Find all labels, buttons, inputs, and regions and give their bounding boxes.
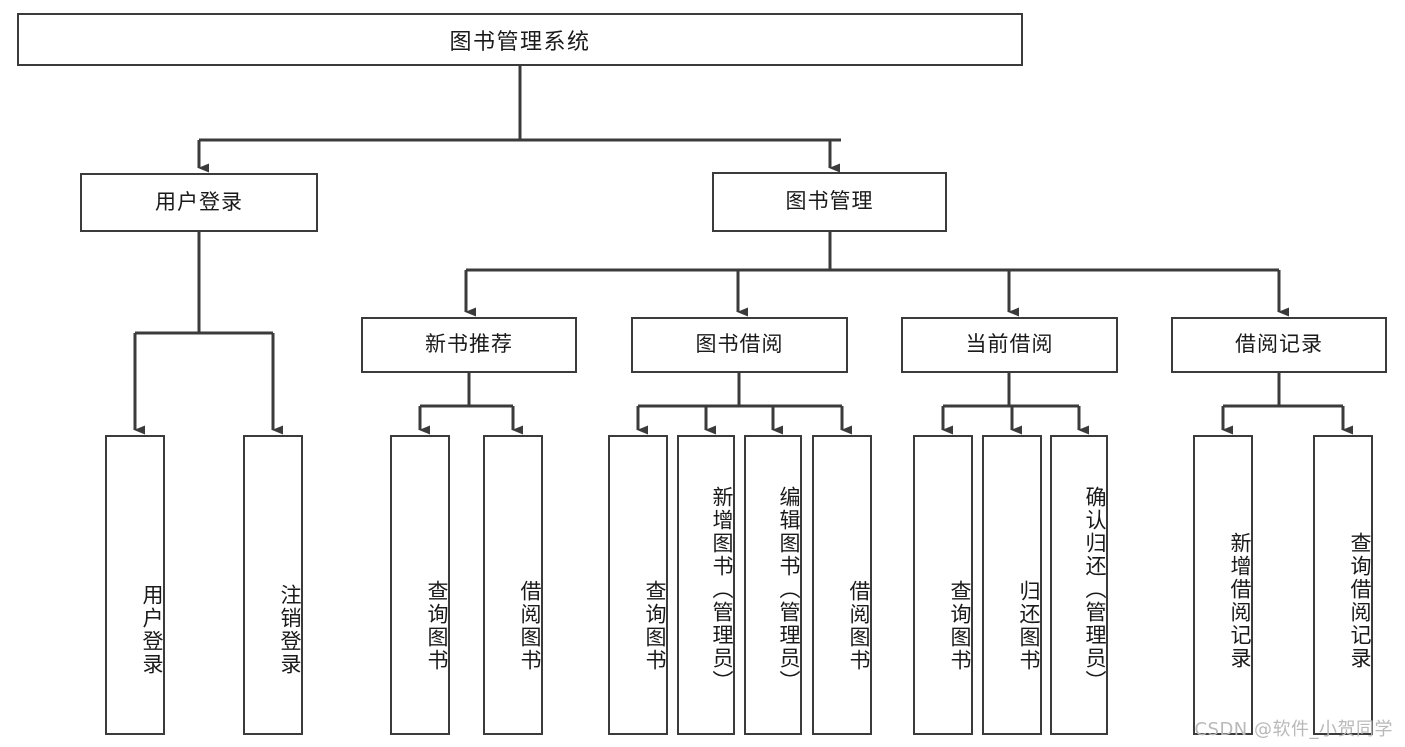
leaf-add-book-label: 新增图书（管理员） bbox=[710, 485, 734, 693]
leaf-query-book-1[interactable]: 查询图书 bbox=[390, 435, 450, 735]
node-book-manage-label: 图书管理 bbox=[785, 189, 874, 214]
node-current-borrow[interactable]: 当前借阅 bbox=[901, 317, 1118, 373]
leaf-user-login-label: 用户登录 bbox=[140, 584, 164, 676]
leaf-query-record[interactable]: 查询借阅记录 bbox=[1313, 435, 1373, 735]
node-book-manage[interactable]: 图书管理 bbox=[712, 172, 947, 232]
node-book-borrow-label: 图书借阅 bbox=[695, 332, 784, 357]
leaf-borrow-book-1-label: 借阅图书 bbox=[518, 580, 542, 672]
leaf-add-book[interactable]: 新增图书（管理员） bbox=[677, 435, 735, 735]
node-borrow-record[interactable]: 借阅记录 bbox=[1171, 317, 1387, 373]
leaf-borrow-book-2-label: 借阅图书 bbox=[847, 580, 871, 672]
node-user-login-label: 用户登录 bbox=[155, 189, 243, 214]
leaf-query-book-3[interactable]: 查询图书 bbox=[913, 435, 973, 735]
node-user-login[interactable]: 用户登录 bbox=[80, 173, 318, 232]
node-new-book-recommend-label: 新书推荐 bbox=[425, 332, 513, 357]
leaf-return-book-label: 归还图书 bbox=[1017, 580, 1041, 672]
leaf-query-book-2[interactable]: 查询图书 bbox=[608, 435, 668, 735]
leaf-confirm-return[interactable]: 确认归还（管理员） bbox=[1050, 435, 1108, 735]
node-current-borrow-label: 当前借阅 bbox=[965, 332, 1054, 357]
node-borrow-record-label: 借阅记录 bbox=[1235, 332, 1323, 357]
leaf-confirm-return-label: 确认归还（管理员） bbox=[1083, 485, 1107, 693]
leaf-query-book-2-label: 查询图书 bbox=[643, 580, 667, 672]
leaf-add-record[interactable]: 新增借阅记录 bbox=[1193, 435, 1253, 735]
leaf-borrow-book-2[interactable]: 借阅图书 bbox=[812, 435, 872, 735]
leaf-return-book[interactable]: 归还图书 bbox=[982, 435, 1042, 735]
watermark: CSDN @软件_小贺同学 bbox=[1194, 719, 1393, 740]
leaf-user-login[interactable]: 用户登录 bbox=[105, 435, 165, 735]
leaf-query-record-label: 查询借阅记录 bbox=[1348, 532, 1372, 670]
leaf-edit-book[interactable]: 编辑图书（管理员） bbox=[744, 435, 802, 735]
leaf-add-record-label: 新增借阅记录 bbox=[1228, 532, 1252, 670]
node-new-book-recommend[interactable]: 新书推荐 bbox=[361, 317, 577, 373]
node-book-borrow[interactable]: 图书借阅 bbox=[631, 317, 848, 373]
leaf-logout[interactable]: 注销登录 bbox=[243, 435, 303, 735]
leaf-query-book-3-label: 查询图书 bbox=[948, 580, 972, 672]
leaf-query-book-1-label: 查询图书 bbox=[425, 580, 449, 672]
leaf-edit-book-label: 编辑图书（管理员） bbox=[777, 485, 801, 693]
leaf-borrow-book-1[interactable]: 借阅图书 bbox=[483, 435, 543, 735]
node-root-label: 图书管理系统 bbox=[449, 29, 591, 55]
leaf-logout-label: 注销登录 bbox=[278, 584, 302, 676]
node-root[interactable]: 图书管理系统 bbox=[17, 13, 1023, 66]
